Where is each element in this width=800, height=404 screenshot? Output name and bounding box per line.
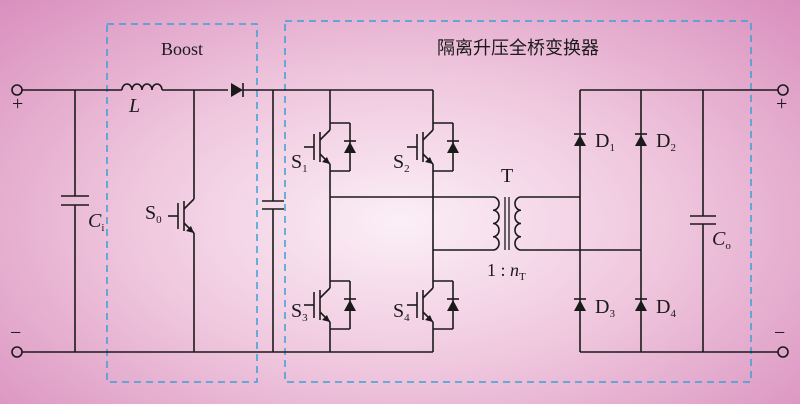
diode-d4-label: D4 — [656, 296, 676, 320]
output-cap-label: Co — [712, 228, 731, 252]
boost-switch-label: S0 — [145, 202, 162, 226]
diode-d1-label: D1 — [595, 130, 615, 154]
switch-s4-label: S4 — [393, 300, 410, 324]
input-terminals — [11, 84, 330, 358]
bridge-box — [284, 20, 752, 383]
diode-d2-label: D2 — [656, 130, 676, 154]
dc-link-capacitor — [262, 90, 284, 352]
switch-s3-label: S3 — [291, 300, 308, 324]
output-terminals — [760, 84, 789, 358]
input-capacitor — [61, 90, 89, 352]
inductor — [121, 83, 228, 91]
boost-box — [106, 23, 258, 383]
input-cap-label: Ci — [88, 210, 104, 234]
transformer — [492, 196, 641, 251]
boost-label: Boost — [161, 39, 203, 59]
full-bridge — [304, 90, 493, 353]
transformer-label: T — [501, 165, 513, 187]
inductor-label: L — [128, 95, 140, 117]
switch-s2-label: S2 — [393, 151, 410, 175]
diode-d3-label: D3 — [595, 296, 615, 320]
turns-ratio-label: 1 : nT — [487, 260, 526, 283]
boost-diode — [231, 83, 433, 97]
boost-switch — [167, 90, 195, 352]
output-plus-label: + — [776, 93, 787, 115]
switch-s1-label: S1 — [291, 151, 308, 175]
input-plus-label: + — [12, 93, 23, 115]
input-minus-label: − — [10, 322, 21, 344]
output-minus-label: − — [774, 322, 785, 344]
diode-rectifier — [573, 89, 760, 353]
output-capacitor — [690, 90, 716, 352]
bridge-label: 隔离升压全桥变换器 — [437, 38, 599, 59]
